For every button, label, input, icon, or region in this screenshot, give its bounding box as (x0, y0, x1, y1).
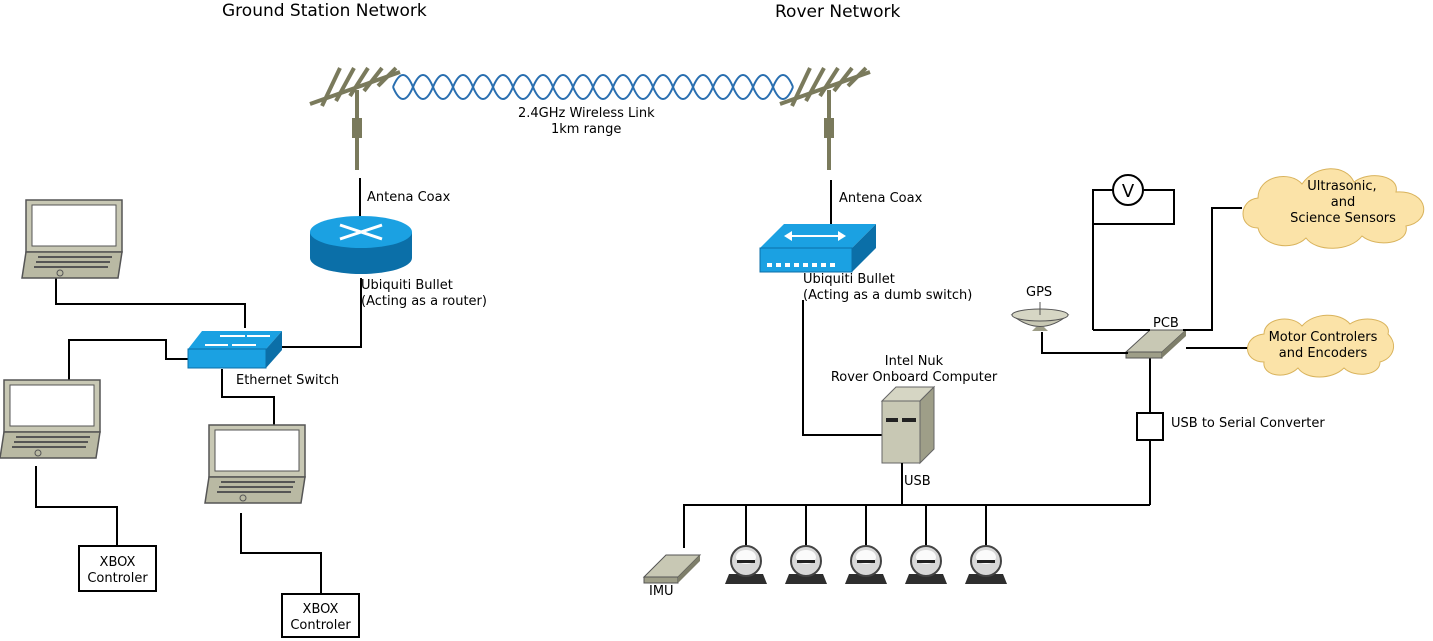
sensors-cloud-label-3: Science Sensors (1290, 211, 1396, 226)
voltmeter-icon: V (1112, 174, 1144, 206)
xbox-controller-label-1: XBOX (100, 555, 136, 570)
laptop-icon (21, 199, 123, 279)
gps-label: GPS (1026, 285, 1052, 300)
camera-icon (964, 545, 1008, 585)
motor-cloud-label-1: Motor Controlers (1269, 330, 1378, 345)
computer-label-2: Rover Onboard Computer (831, 370, 998, 385)
xbox-controller-box-1: XBOX Controler (78, 545, 157, 592)
camera-icon (724, 545, 768, 585)
usb-serial-converter-box (1136, 412, 1164, 441)
rover-antenna-icon (779, 66, 871, 170)
xbox-controller-label-2: Controler (87, 571, 148, 586)
rover-antenna-coax-label: Antena Coax (839, 191, 923, 206)
wireless-range-label: 1km range (551, 122, 621, 137)
imu-icon (642, 554, 702, 584)
pcb-label: PCB (1153, 316, 1179, 331)
camera-icon (784, 545, 828, 585)
ethernet-switch-icon (187, 331, 282, 369)
xbox-controller-label-2: Controler (290, 618, 351, 633)
computer-tower-icon (880, 385, 936, 465)
motor-cloud-label-2: and Encoders (1279, 346, 1368, 361)
voltmeter-symbol: V (1122, 181, 1135, 202)
motor-controllers-cloud: Motor Controlers and Encoders (1247, 314, 1395, 378)
rover-network-title: Rover Network (775, 2, 900, 22)
laptop-icon (0, 379, 101, 459)
wireless-link-label: 2.4GHz Wireless Link (518, 106, 655, 121)
ground-antenna-icon (309, 66, 401, 170)
xbox-controller-label-1: XBOX (303, 602, 339, 617)
imu-label: IMU (649, 584, 674, 599)
ground-router-label-1: Ubiquiti Bullet (361, 278, 453, 293)
pcb-icon (1124, 329, 1188, 359)
wireless-link-wave (392, 74, 794, 100)
rover-switch-icon (759, 224, 876, 273)
ground-router-icon (310, 216, 412, 274)
camera-icon (904, 545, 948, 585)
ground-network-title: Ground Station Network (222, 1, 427, 21)
sensors-cloud-label-1: Ultrasonic, (1307, 179, 1376, 194)
usb-label: USB (904, 474, 931, 489)
ground-antenna-coax-label: Antena Coax (367, 190, 451, 205)
computer-label-1: Intel Nuk (885, 354, 944, 369)
xbox-controller-box-2: XBOX Controler (281, 593, 360, 638)
gps-dish-icon (1010, 302, 1070, 331)
rover-switch-label-1: Ubiquiti Bullet (803, 272, 895, 287)
sensors-cloud: Ultrasonic, and Science Sensors (1242, 168, 1425, 249)
rover-switch-label-2: (Acting as a dumb switch) (803, 288, 972, 303)
sensors-cloud-label-2: and (1331, 195, 1355, 210)
laptop-icon (204, 424, 306, 504)
ground-router-label-2: (Acting as a router) (361, 294, 487, 309)
usb-serial-converter-label: USB to Serial Converter (1171, 416, 1325, 431)
ethernet-switch-label: Ethernet Switch (236, 373, 339, 388)
camera-icon (844, 545, 888, 585)
